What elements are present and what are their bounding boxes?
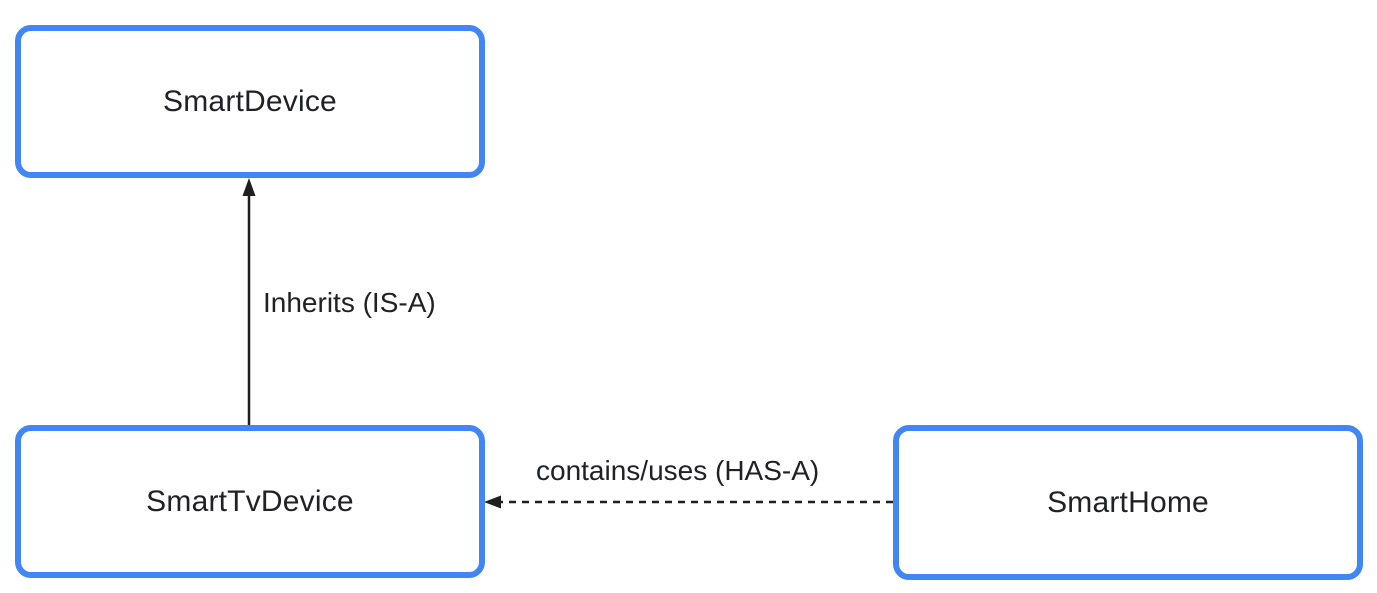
edge-label-contains-uses: contains/uses (HAS-A): [536, 455, 820, 486]
node-smarttvdevice-label: SmartTvDevice: [146, 484, 354, 518]
arrowhead-left-icon: [484, 495, 501, 509]
arrowhead-up-icon: [242, 178, 256, 196]
node-smarthome-label: SmartHome: [1047, 485, 1209, 519]
node-smartdevice-label: SmartDevice: [163, 84, 337, 118]
node-smarttvdevice: SmartTvDevice: [15, 425, 485, 578]
edge-contains-uses: [484, 495, 893, 509]
edge-label-inherits: Inherits (IS-A): [263, 287, 436, 318]
node-smarthome: SmartHome: [893, 425, 1363, 580]
node-smartdevice: SmartDevice: [15, 25, 485, 178]
edge-inherits: [242, 178, 256, 425]
